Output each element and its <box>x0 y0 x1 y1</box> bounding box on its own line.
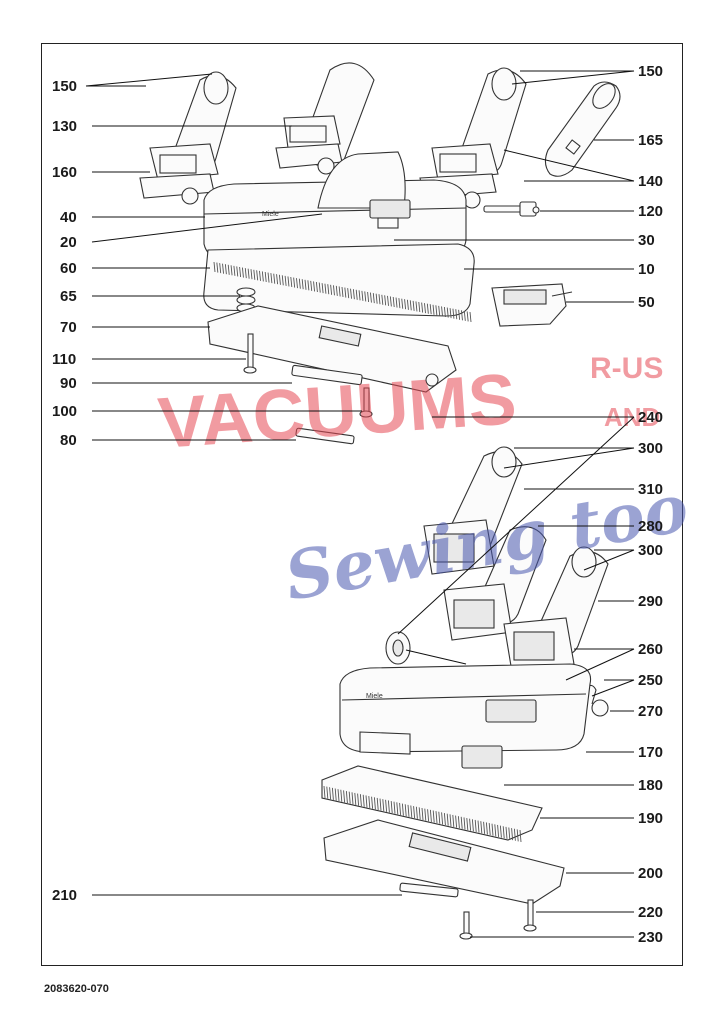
brush-strip-60 <box>203 243 475 323</box>
callout-300: 300 <box>638 542 663 559</box>
leader-line-240 <box>397 416 635 635</box>
callout-90: 90 <box>60 375 77 392</box>
leader-line-150 <box>85 73 213 87</box>
callout-70: 70 <box>60 319 77 336</box>
callout-210: 210 <box>52 887 77 904</box>
callout-230: 230 <box>638 929 663 946</box>
base-plate-70 <box>207 305 457 393</box>
leader-line-260 <box>565 648 635 681</box>
svg-text:Miele: Miele <box>366 693 383 700</box>
part-90 <box>291 364 363 386</box>
callout-250: 250 <box>638 672 663 689</box>
callout-300: 300 <box>638 440 663 457</box>
callout-270: 270 <box>638 703 663 720</box>
callout-80: 80 <box>60 432 77 449</box>
callout-20: 20 <box>60 234 77 251</box>
callout-190: 190 <box>638 810 663 827</box>
callout-65: 65 <box>60 288 77 305</box>
screw-100 <box>359 387 373 418</box>
tube-165 <box>544 81 621 177</box>
callout-260: 260 <box>638 641 663 658</box>
pin-120 <box>483 201 540 217</box>
upper-nozzle-assembly: Miele <box>139 62 621 445</box>
callout-160: 160 <box>52 164 77 181</box>
callout-140: 140 <box>638 173 663 190</box>
callout-labels: 150 130 160 40 20 60 65 70 110 90 100 80 210 150 165 14… <box>52 63 663 946</box>
watermark-logo: VACUUMS R-US AND Sewing too <box>156 352 694 616</box>
nozzle-housing-170: Miele <box>339 663 592 753</box>
leader-line-300 <box>503 447 635 469</box>
swivel-neck-280 <box>443 526 547 641</box>
svg-text:Miele: Miele <box>262 211 279 218</box>
leader-line-250 <box>591 679 635 697</box>
callout-110: 110 <box>52 351 76 368</box>
swivel-neck-left <box>139 71 237 205</box>
callout-130: 130 <box>52 118 77 135</box>
document-code: 2083620-070 <box>44 983 109 995</box>
leader-line-140 <box>503 149 635 182</box>
callout-170: 170 <box>638 744 663 761</box>
part-180 <box>359 731 503 769</box>
leader-line-20 <box>91 213 323 243</box>
leader-line-300 <box>583 549 635 571</box>
swivel-neck-right <box>419 67 527 209</box>
swivel-neck-middle <box>275 62 375 175</box>
brush-strip-190 <box>321 765 543 843</box>
nozzle-housing-top: Miele <box>203 151 467 263</box>
cap-270 <box>591 699 609 717</box>
callout-290: 290 <box>638 593 663 610</box>
callout-150: 150 <box>52 78 77 95</box>
screw-230 <box>459 911 473 940</box>
callout-30: 30 <box>638 232 655 249</box>
watermark-suffix-top: R-US <box>590 352 663 385</box>
watermark-brand: VACUUMS <box>156 359 519 464</box>
clip-50 <box>491 283 573 327</box>
callout-100: 100 <box>52 403 77 420</box>
callout-120: 120 <box>638 203 663 220</box>
callout-200: 200 <box>638 865 663 882</box>
callout-220: 220 <box>638 904 663 921</box>
leader-line-150 <box>511 70 635 85</box>
lower-nozzle-assembly: Miele <box>321 446 609 940</box>
callout-150: 150 <box>638 63 663 80</box>
base-plate-200 <box>323 819 565 905</box>
callout-40: 40 <box>60 209 77 226</box>
callout-240: 240 <box>638 409 663 426</box>
callout-60: 60 <box>60 260 77 277</box>
part-80 <box>295 427 355 445</box>
screw-110 <box>243 333 257 374</box>
part-210 <box>399 882 459 898</box>
callout-50: 50 <box>638 294 655 311</box>
diagram-frame <box>41 43 683 966</box>
callout-280: 280 <box>638 518 663 535</box>
callout-165: 165 <box>638 132 663 149</box>
swivel-neck-290 <box>503 546 609 673</box>
callout-10: 10 <box>638 261 655 278</box>
axle-240 <box>385 631 467 665</box>
callout-310: 310 <box>638 481 663 498</box>
callout-180: 180 <box>638 777 663 794</box>
screw-220 <box>523 899 537 932</box>
